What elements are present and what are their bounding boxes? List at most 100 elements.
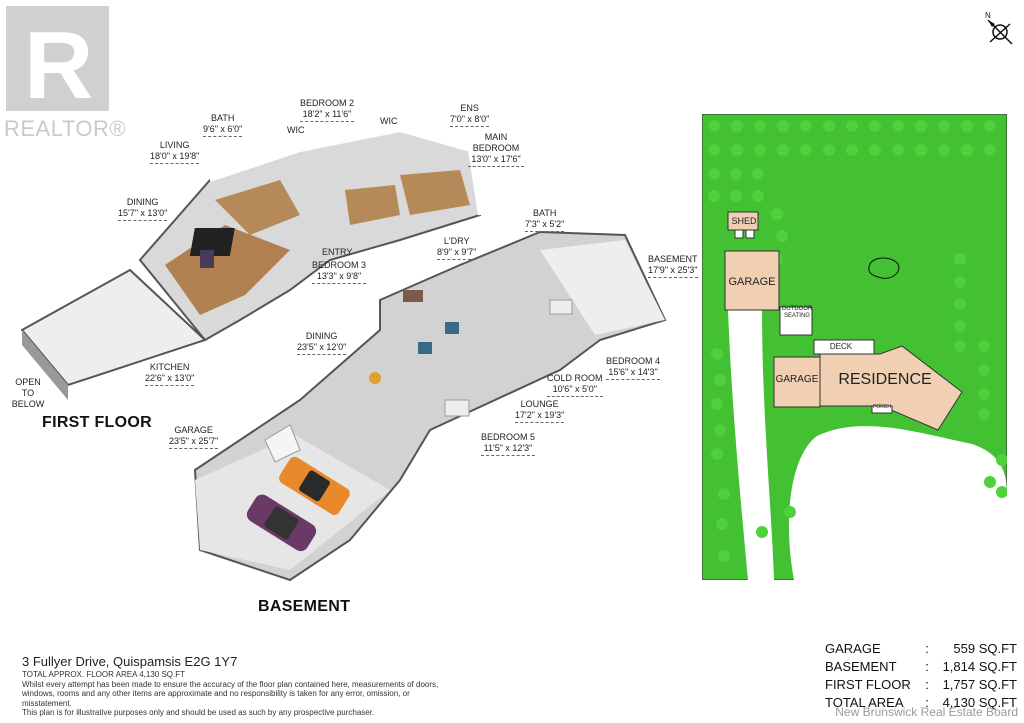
basement-plan bbox=[193, 230, 667, 582]
tree-icon bbox=[754, 120, 766, 132]
disclaimer-line-1: Whilst every attempt has been made to en… bbox=[22, 679, 439, 689]
tree-icon bbox=[984, 476, 996, 488]
tree-icon bbox=[954, 298, 966, 310]
tree-icon bbox=[730, 190, 742, 202]
tree-icon bbox=[784, 506, 796, 518]
compass-icon: N bbox=[982, 10, 1018, 48]
tree-icon bbox=[978, 388, 990, 400]
tree-icon bbox=[714, 424, 726, 436]
tree-icon bbox=[996, 454, 1008, 466]
property-address: 3 Fullyer Drive, Quispamsis E2G 1Y7 bbox=[22, 654, 238, 669]
tree-icon bbox=[915, 120, 927, 132]
tree-icon bbox=[961, 144, 973, 156]
tree-icon bbox=[915, 144, 927, 156]
tree-icon bbox=[892, 144, 904, 156]
tree-icon bbox=[800, 144, 812, 156]
tree-icon bbox=[777, 144, 789, 156]
tree-icon bbox=[869, 120, 881, 132]
tree-icon bbox=[730, 168, 742, 180]
compass-north-label: N bbox=[985, 11, 991, 20]
tree-icon bbox=[978, 408, 990, 420]
area-row-garage: GARAGE:559 SQ.FT bbox=[825, 641, 1017, 656]
tree-icon bbox=[708, 168, 720, 180]
tree-icon bbox=[708, 144, 720, 156]
tree-icon bbox=[984, 144, 996, 156]
tree-icon bbox=[731, 144, 743, 156]
tree-icon bbox=[954, 320, 966, 332]
basement-title: BASEMENT bbox=[258, 598, 351, 615]
tree-icon bbox=[954, 276, 966, 288]
tree-icon bbox=[978, 340, 990, 352]
realtor-logo-text: REALTOR® bbox=[4, 116, 127, 141]
room-label-open-to-below: OPEN TO BELOW bbox=[11, 377, 45, 409]
tree-icon bbox=[714, 374, 726, 386]
site-garage2-label: GARAGE bbox=[775, 374, 819, 385]
disclaimer-line-2: windows, rooms and any other items are a… bbox=[22, 689, 410, 708]
tree-icon bbox=[846, 144, 858, 156]
tree-icon bbox=[938, 144, 950, 156]
tree-icon bbox=[892, 120, 904, 132]
svg-text:R: R bbox=[24, 12, 93, 111]
tree-icon bbox=[823, 144, 835, 156]
realtor-logo: R bbox=[6, 6, 109, 119]
site-deck-label: DECK bbox=[829, 342, 853, 351]
tree-icon bbox=[777, 120, 789, 132]
tree-icon bbox=[731, 120, 743, 132]
tree-icon bbox=[708, 120, 720, 132]
first-floor-plan bbox=[20, 127, 482, 400]
tree-icon bbox=[716, 518, 728, 530]
tree-icon bbox=[954, 340, 966, 352]
tree-icon bbox=[754, 144, 766, 156]
tree-icon bbox=[718, 550, 730, 562]
tree-icon bbox=[756, 526, 768, 538]
area-row-basement: BASEMENT:1,814 SQ.FT bbox=[825, 659, 1017, 674]
tree-icon bbox=[800, 120, 812, 132]
tree-icon bbox=[869, 144, 881, 156]
tree-icon bbox=[996, 486, 1008, 498]
floor-plan-drawing bbox=[20, 127, 667, 582]
site-shed-label: SHED bbox=[731, 216, 757, 226]
tree-icon bbox=[752, 168, 764, 180]
tree-icon bbox=[711, 398, 723, 410]
board-watermark: New Brunswick Real Estate Board bbox=[835, 705, 1018, 719]
tree-icon bbox=[711, 448, 723, 460]
tree-icon bbox=[771, 208, 783, 220]
tree-icon bbox=[984, 120, 996, 132]
tree-icon bbox=[752, 190, 764, 202]
room-label-entry: ENTRY bbox=[322, 247, 353, 257]
area-table: GARAGE:559 SQ.FT BASEMENT:1,814 SQ.FT FI… bbox=[825, 640, 1017, 712]
room-label-wic: WIC bbox=[287, 125, 305, 135]
tree-icon bbox=[711, 348, 723, 360]
tree-icon bbox=[961, 120, 973, 132]
site-porch-label: PORCH bbox=[872, 404, 892, 410]
area-row-first-floor: FIRST FLOOR:1,757 SQ.FT bbox=[825, 677, 1017, 692]
tree-icon bbox=[776, 230, 788, 242]
area-row-total: TOTAL AREA:4,130 SQ.FT bbox=[825, 695, 1017, 710]
site-outdoor-label: OUTDOOR SEATING bbox=[781, 306, 813, 319]
first-floor-title: FIRST FLOOR bbox=[42, 414, 152, 431]
tree-icon bbox=[978, 364, 990, 376]
tree-icon bbox=[846, 120, 858, 132]
site-garage-label: GARAGE bbox=[728, 276, 776, 288]
disclaimer-line-3: This plan is for illustrative purposes o… bbox=[22, 708, 375, 717]
tree-icon bbox=[718, 488, 730, 500]
disclaimer: TOTAL APPROX. FLOOR AREA 4,130 SQ.FT Whi… bbox=[22, 670, 442, 718]
site-plan bbox=[701, 113, 1008, 581]
